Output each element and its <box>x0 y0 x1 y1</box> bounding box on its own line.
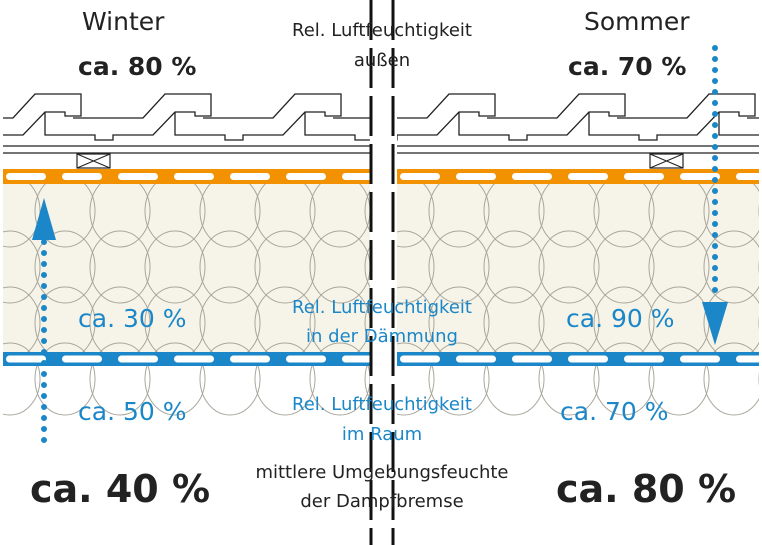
insulation-fiber <box>428 342 490 416</box>
insulation-fiber <box>703 230 759 304</box>
insulation-fiber <box>397 230 435 304</box>
insulation-fiber <box>648 342 710 416</box>
insulation-layer <box>397 183 759 353</box>
label-membrane-1: mittlere Umgebungsfeuchte <box>255 462 508 483</box>
insulation-fiber <box>144 342 206 416</box>
vapor-barrier-perforation <box>230 355 270 363</box>
membrane-perforation <box>400 173 440 180</box>
roof-tile <box>193 93 342 141</box>
label-outside-2: außen <box>354 50 410 71</box>
label-room-2: im Raum <box>342 424 422 445</box>
roof-section-summer <box>397 93 759 416</box>
insulation-fiber <box>483 230 545 304</box>
counter-batten-cross <box>649 153 684 169</box>
insulation-fiber <box>483 342 545 416</box>
membrane-perforation <box>680 173 720 180</box>
insulation-fiber <box>309 230 370 304</box>
membrane-perforation <box>118 173 158 180</box>
insulation-fiber <box>309 342 370 416</box>
winter-membrane-humidity: ca. 40 % <box>30 467 210 511</box>
insulation-fiber <box>34 230 96 304</box>
insulation-fiber <box>703 342 759 416</box>
vapor-barrier-perforation <box>62 355 102 363</box>
counter-batten-cross <box>76 153 111 169</box>
winter-room-humidity: ca. 50 % <box>78 397 186 426</box>
insulation-fiber <box>538 230 600 304</box>
insulation-fiber <box>538 342 600 416</box>
roof-section-winter <box>3 93 370 416</box>
summer-membrane-humidity: ca. 80 % <box>556 467 736 511</box>
label-insulation-2: in der Dämmung <box>306 326 458 347</box>
insulation-fiber <box>364 190 370 232</box>
insulation-layer <box>3 183 370 353</box>
insulation-fiber <box>428 230 490 304</box>
insulation-fiber <box>34 342 96 416</box>
moisture-arrow-down-summer <box>702 45 728 345</box>
roof-tile <box>397 93 496 141</box>
vapor-barrier-perforation <box>456 355 496 363</box>
insulation-fiber <box>199 230 261 304</box>
roof-tile <box>3 93 82 136</box>
insulation-fiber <box>3 342 41 416</box>
vapor-barrier-perforation <box>400 355 440 363</box>
roof-tile <box>63 93 212 141</box>
summer-title: Sommer <box>584 7 690 36</box>
vapor-barrier-perforation <box>118 355 158 363</box>
insulation-fiber <box>364 246 370 288</box>
insulation-fiber <box>254 342 316 416</box>
summer-room-humidity: ca. 70 % <box>560 397 668 426</box>
vapor-barrier-perforation <box>568 355 608 363</box>
summer-outside-humidity: ca. 70 % <box>568 52 686 81</box>
membrane-perforation <box>6 173 46 180</box>
membrane-perforation <box>62 173 102 180</box>
insulation-fiber <box>648 230 710 304</box>
vapor-barrier-perforation <box>512 355 552 363</box>
summer-insulation-humidity: ca. 90 % <box>566 304 674 333</box>
roof-tile <box>323 117 370 141</box>
insulation-fiber <box>89 342 151 416</box>
label-insulation-1: Rel. Luftfeuchtigkeit <box>292 297 472 318</box>
insulation-fiber <box>199 342 261 416</box>
vapor-barrier-perforation <box>624 355 664 363</box>
insulation-fiber <box>364 302 370 344</box>
vapor-barrier-perforation <box>6 355 46 363</box>
membrane-perforation <box>736 173 759 180</box>
roof-tile <box>737 117 759 136</box>
roof-tile <box>477 93 626 141</box>
membrane-perforation <box>286 173 326 180</box>
membrane-perforation <box>342 173 370 180</box>
vapor-barrier-perforation <box>286 355 326 363</box>
winter-outside-humidity: ca. 80 % <box>78 52 196 81</box>
insulation-fiber <box>89 230 151 304</box>
insulation-fiber <box>254 230 316 304</box>
vapor-barrier-perforation <box>680 355 720 363</box>
winter-title: Winter <box>82 7 165 36</box>
vapor-barrier-perforation <box>174 355 214 363</box>
insulation-fiber <box>593 342 655 416</box>
insulation-fiber <box>593 230 655 304</box>
winter-insulation-humidity: ca. 30 % <box>78 304 186 333</box>
label-room-1: Rel. Luftfeuchtigkeit <box>292 394 472 415</box>
moisture-arrow-up-winter <box>32 198 56 443</box>
break-lines <box>369 0 395 545</box>
label-outside-1: Rel. Luftfeuchtigkeit <box>292 20 472 41</box>
membrane-perforation <box>568 173 608 180</box>
membrane-perforation <box>174 173 214 180</box>
label-membrane-2: der Dampfbremse <box>300 491 463 512</box>
insulation-fiber <box>144 230 206 304</box>
insulation-fiber <box>3 230 41 304</box>
insulation-fiber <box>364 358 370 400</box>
roof-tile <box>607 93 756 141</box>
vapor-barrier-perforation <box>342 355 370 363</box>
membrane-perforation <box>624 173 664 180</box>
membrane-perforation <box>230 173 270 180</box>
insulation-fiber <box>397 342 435 416</box>
membrane-perforation <box>512 173 552 180</box>
membrane-perforation <box>456 173 496 180</box>
vapor-barrier-perforation <box>736 355 759 363</box>
